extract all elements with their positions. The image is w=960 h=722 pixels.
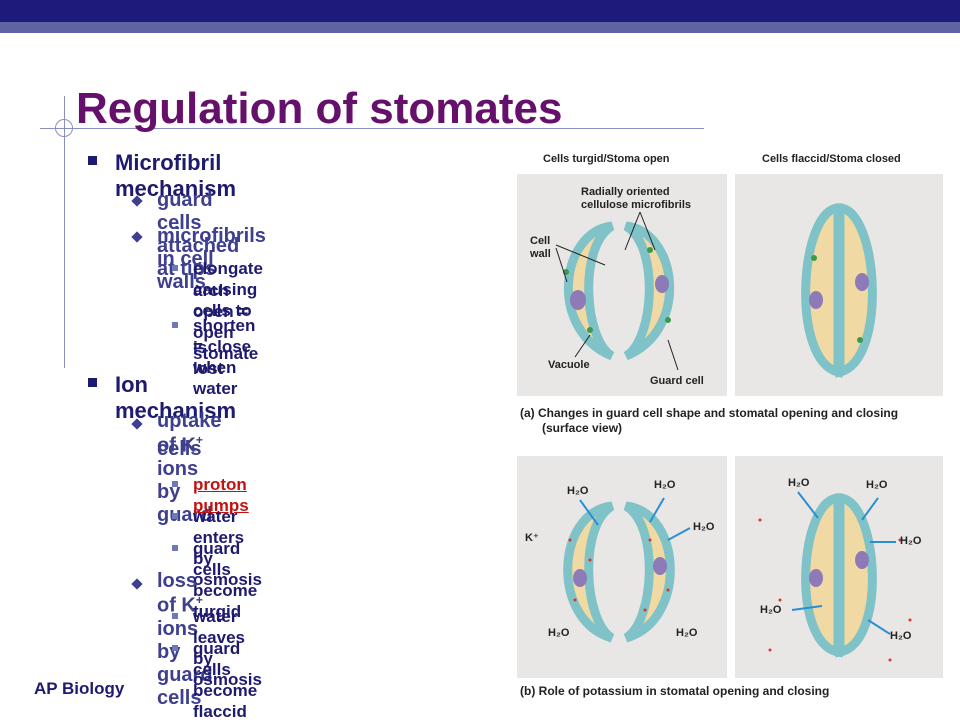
bullet-small-square-icon	[172, 481, 178, 487]
proton-pumps-link[interactable]: proton pumps	[193, 474, 249, 516]
panel-b-open	[517, 456, 727, 678]
label-h2o: H₂O	[676, 627, 698, 639]
caption-a-line2: (surface view)	[542, 421, 623, 435]
slide-title: Regulation of stomates	[76, 84, 563, 133]
proton-pumps-link-text[interactable]: proton pumps	[193, 475, 249, 515]
bullet-small-square-icon	[172, 545, 178, 551]
label-k-plus: K⁺	[525, 532, 539, 544]
label-h2o: H₂O	[760, 604, 782, 616]
bullet-l3-elongate-cont: arch open = open stomate	[193, 281, 259, 363]
water-arrows	[579, 491, 896, 635]
bullet-square-icon	[88, 156, 97, 165]
decor-horizontal-line	[40, 128, 704, 129]
bullet-small-square-icon	[172, 322, 178, 328]
bullet-small-square-icon	[172, 513, 178, 519]
potassium-dots	[568, 518, 912, 662]
label-h2o: H₂O	[900, 535, 922, 547]
bullet-l3-flaccid: guard cells become flaccid	[193, 639, 258, 721]
top-banner-stripe	[0, 22, 960, 33]
guard-cells-closed-a	[801, 203, 877, 378]
bullet-l2-uptake: uptake of K+ ions by guard	[157, 410, 221, 527]
uptake-sup: +	[195, 433, 203, 447]
label-wall: wall	[530, 248, 551, 260]
loss-text: loss of K	[157, 570, 198, 617]
label-h2o: H₂O	[866, 479, 888, 491]
label-cell: Cell	[530, 235, 551, 247]
bullet-l2-attached: guard cells attached at tips	[157, 189, 240, 280]
bullet-l3-water-leaves: water leaves by osmosis	[193, 607, 262, 689]
label-h2o: H₂O	[548, 627, 570, 639]
top-banner	[0, 0, 960, 22]
loss-sup: +	[195, 593, 203, 607]
panel-a-open	[517, 174, 727, 396]
bullet-l3-elongate: elongate causing cells to	[193, 259, 263, 320]
heading-flaccid-closed: Cells flaccid/Stoma closed	[762, 153, 901, 165]
bullet-small-square-icon	[172, 613, 178, 619]
bullet-small-square-icon	[172, 645, 178, 651]
label-microfibrils-2: cellulose microfibrils	[581, 199, 692, 211]
guard-cells-open-b	[563, 501, 675, 643]
bullet-l3-water-enters: water enters by osmosis	[193, 507, 262, 589]
label-h2o: H₂O	[567, 485, 589, 497]
bullet-l2-uptake-cont: cells	[157, 438, 202, 460]
bullet-l3-shorten: shorten = close when water	[193, 316, 256, 398]
label-h2o: H₂O	[788, 477, 810, 489]
bullet-l2-loss: loss of K+ ions by guard cells	[157, 570, 213, 710]
bullet-l3-turgid: guard cells become turgid	[193, 539, 258, 621]
footer-course-name: AP Biology	[34, 679, 125, 698]
caption-a-line1: (a) Changes in guard cell shape and stom…	[520, 406, 899, 420]
guard-cells-open-a	[563, 221, 675, 361]
caption-b: (b) Role of potassium in stomatal openin…	[520, 684, 830, 698]
label-h2o: H₂O	[654, 479, 676, 491]
bullet-l3-shorten-cont: is lost	[193, 338, 224, 378]
loss-rest: ions by guard cells	[157, 617, 213, 709]
label-guard-cell: Guard cell	[650, 375, 704, 387]
heading-turgid-open: Cells turgid/Stoma open	[543, 153, 670, 165]
label-h2o: H₂O	[890, 630, 912, 642]
bullet-l2-microfibrils: microfibrils in cell walls	[157, 225, 266, 293]
label-microfibrils-1: Radially oriented	[581, 186, 670, 198]
bullet-square-icon	[88, 378, 97, 387]
uptake-text: uptake of K	[157, 410, 222, 457]
decor-crosshair-circle	[55, 119, 73, 137]
guard-cells-closed-b	[801, 493, 877, 658]
bullet-small-square-icon	[172, 265, 178, 271]
label-vacuole: Vacuole	[548, 359, 590, 371]
decor-vertical-line	[64, 96, 65, 368]
label-leader-lines	[555, 211, 679, 371]
label-h2o: H₂O	[693, 521, 715, 533]
